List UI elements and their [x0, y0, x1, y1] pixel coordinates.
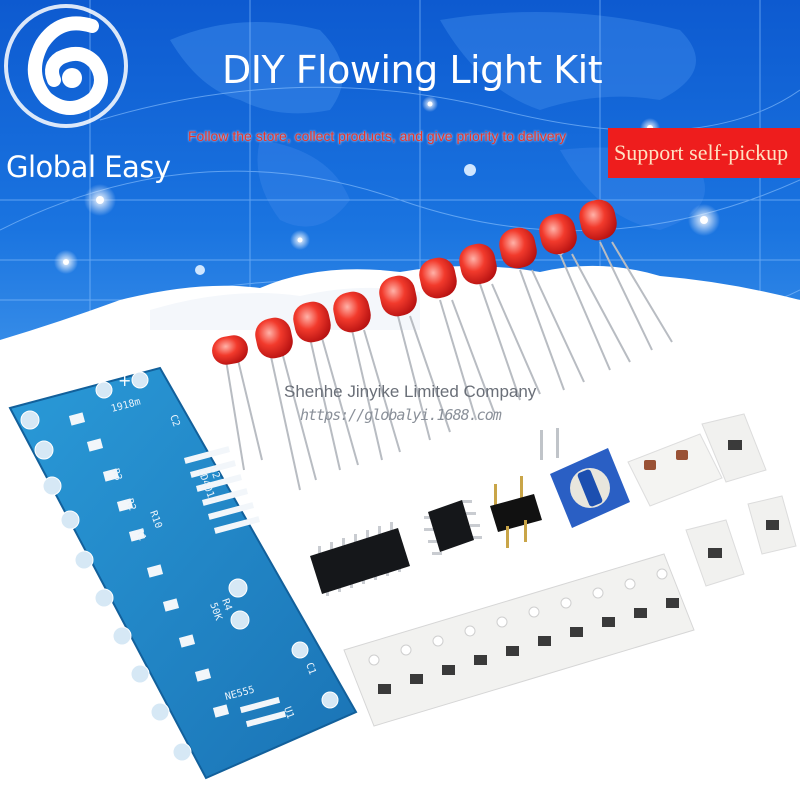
red-led	[539, 213, 631, 371]
resistor-piece	[701, 413, 767, 483]
resistor-piece	[747, 495, 797, 555]
pin-header	[490, 476, 542, 548]
pcb-label: R3	[109, 467, 123, 482]
pcb-label: U1	[281, 705, 295, 720]
red-led	[293, 301, 359, 471]
shop-url-watermark: https://globalyi.1688.com	[300, 406, 502, 424]
red-led	[333, 291, 401, 461]
resistor-strip	[343, 553, 695, 727]
swirl-logo-icon	[4, 4, 128, 128]
pcb-board: 1918m C2 U2 CD4017 R4 50K R3 R2 R1 C1 NE…	[8, 366, 358, 780]
self-pickup-badge: Support self-pickup	[608, 128, 800, 178]
red-led	[579, 199, 673, 351]
pcb-label: C1	[303, 661, 317, 676]
red-led	[212, 335, 263, 471]
company-watermark: Shenhe Jinyike Limited Company	[284, 382, 537, 401]
resistor-piece	[685, 519, 745, 587]
red-led-group	[212, 199, 673, 491]
pcb-label: R1	[133, 527, 147, 542]
red-led	[419, 257, 495, 421]
ne555-ic	[424, 500, 482, 555]
red-led	[499, 227, 585, 391]
pcb-label: R4	[219, 597, 233, 612]
capacitor	[627, 433, 723, 507]
potentiometer	[540, 428, 630, 528]
pcb-label: C2	[167, 413, 181, 428]
red-led	[379, 275, 451, 441]
banner-background	[0, 0, 800, 380]
cd4017-ic	[310, 522, 410, 596]
red-led	[255, 317, 317, 491]
pcb-label: U2	[207, 465, 221, 480]
brand-name: Global Easy	[6, 150, 171, 184]
store-slogan: Follow the store, collect products, and …	[188, 128, 567, 144]
svg-text:+: +	[118, 371, 131, 390]
pcb-label: R2	[123, 497, 137, 512]
red-led	[459, 243, 541, 401]
header-banner: Global Easy DIY Flowing Light Kit Follow…	[0, 0, 800, 380]
product-title: DIY Flowing Light Kit	[222, 48, 603, 92]
